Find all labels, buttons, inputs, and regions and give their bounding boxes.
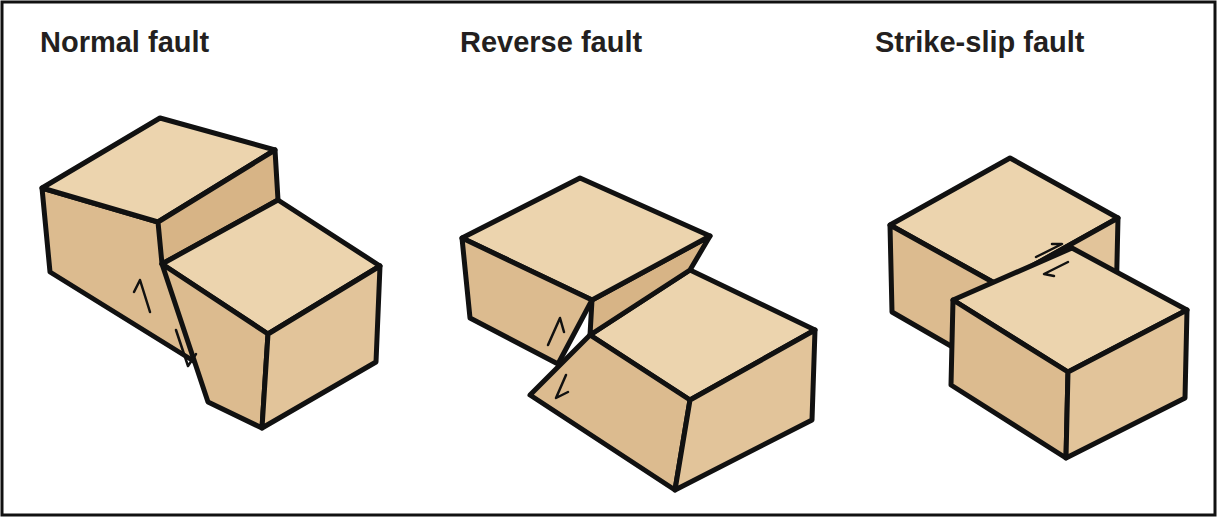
fault-title: Reverse fault xyxy=(460,26,642,59)
fault-title: Strike-slip fault xyxy=(875,26,1085,59)
normal-fault-blocks xyxy=(42,118,380,428)
strike-slip-fault-blocks xyxy=(890,158,1187,458)
fault-title: Normal fault xyxy=(40,26,209,59)
reverse-fault-blocks xyxy=(462,178,815,490)
motion-arrows xyxy=(134,244,1068,398)
